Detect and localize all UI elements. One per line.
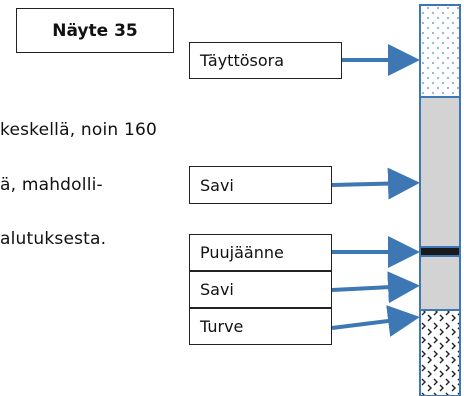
- body-text-line-3: alutuksesta.: [0, 229, 107, 249]
- layer-label-savi-1: Savi: [189, 166, 332, 204]
- sample-title: Näyte 35: [16, 8, 174, 53]
- layer-label-puujaanne: Puujäänne: [189, 234, 332, 271]
- layer-label-sora: Täyttösora: [189, 42, 342, 79]
- arrow-savi-1: [331, 167, 420, 200]
- layer-fill-savi-1: [419, 96, 461, 248]
- arrow-savi-2: [331, 271, 420, 304]
- soil-column: [419, 4, 461, 396]
- layer-fill-turve: [419, 309, 461, 396]
- body-text-line-2: ä, mahdolli-: [0, 175, 103, 195]
- layer-fill-sora: [419, 4, 461, 98]
- arrow-turve: [331, 305, 420, 337]
- body-text-line-1: keskellä, noin 160: [0, 120, 158, 140]
- layer-label-savi-2: Savi: [189, 271, 332, 308]
- layer-label-turve: Turve: [189, 308, 332, 345]
- layer-fill-savi-2: [419, 255, 461, 311]
- layer-fill-puujaanne: [419, 246, 461, 257]
